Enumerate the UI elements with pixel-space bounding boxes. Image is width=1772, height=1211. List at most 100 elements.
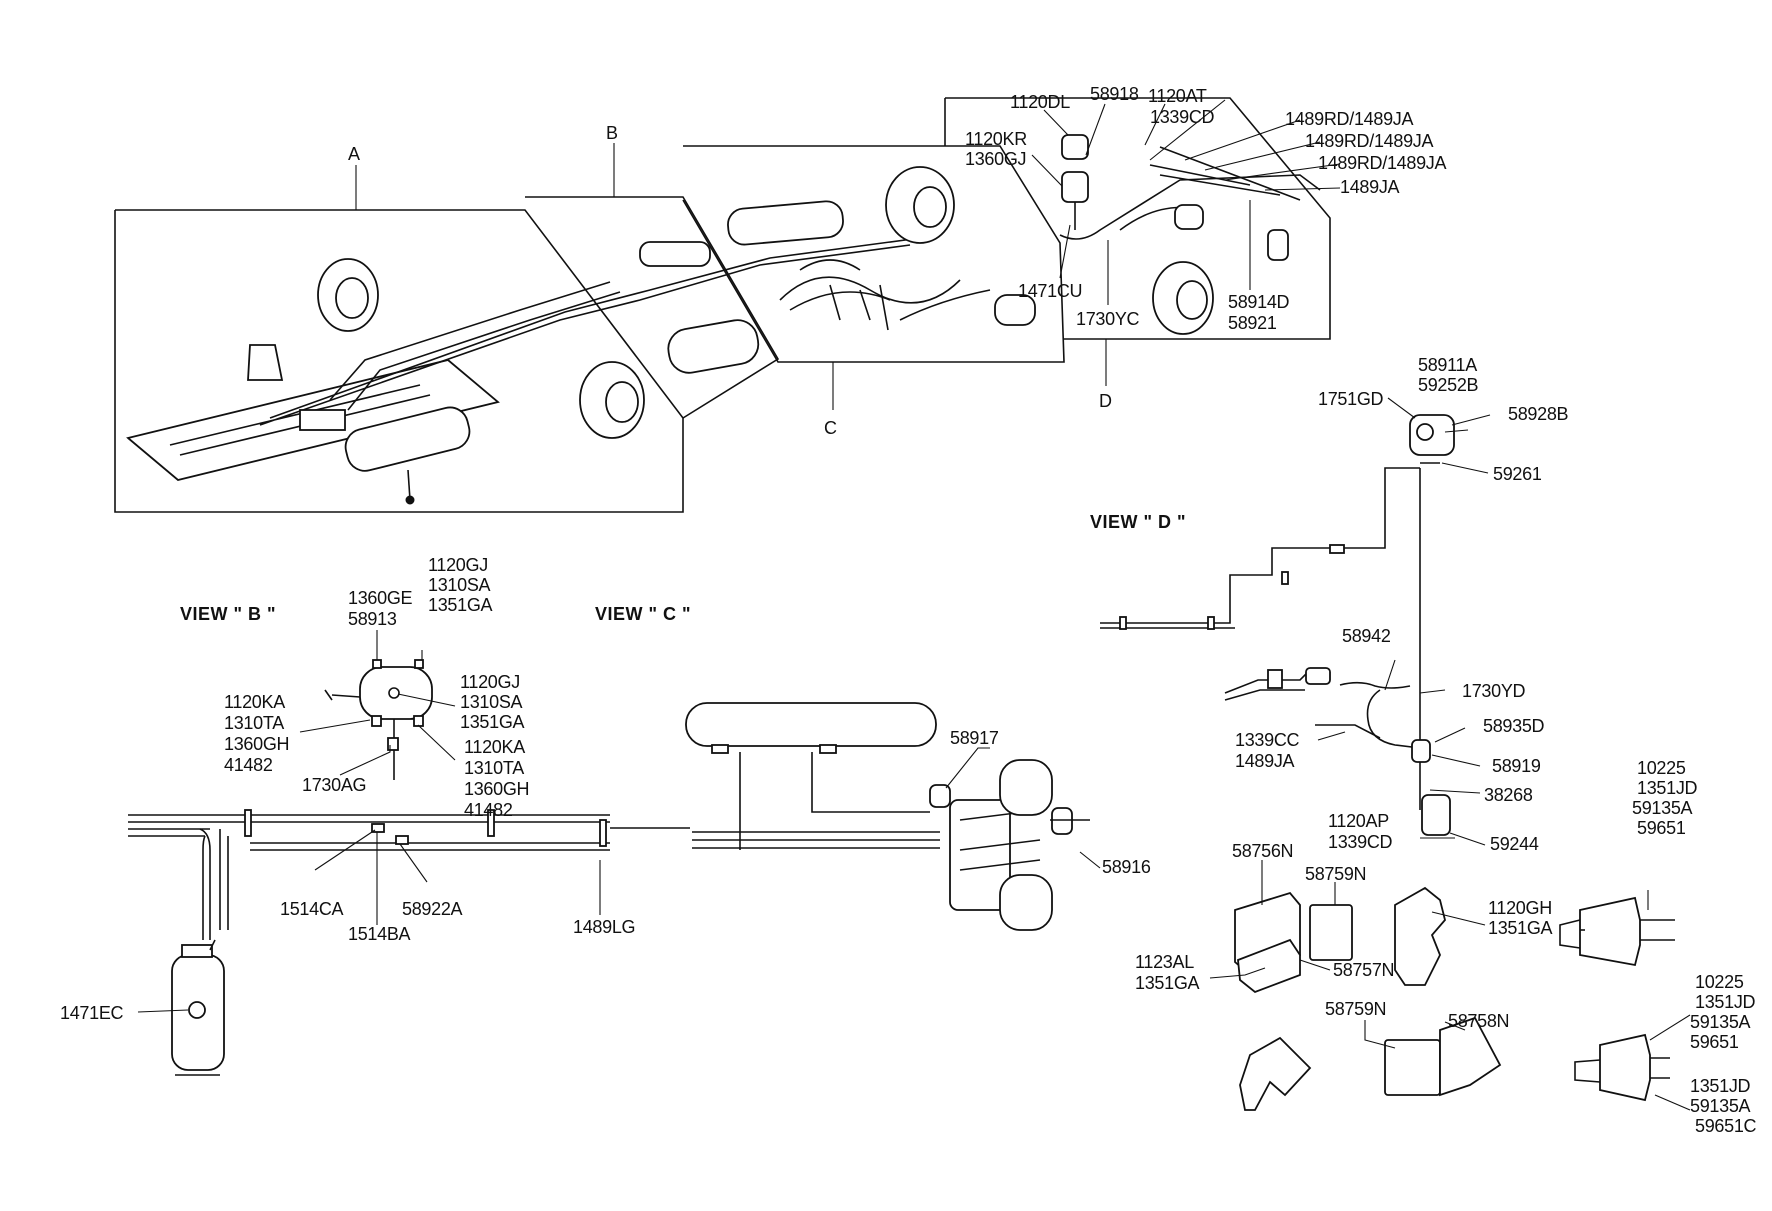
callout-label: 1351JD [1695,992,1756,1012]
view-b-title: VIEW " B " [180,604,276,624]
chassis-drawing [126,200,921,505]
callout-label: 1489RD/1489JA [1318,153,1446,173]
view-b-callouts: 1120GJ 1310SA 1351GA 1360GE 58913 1120GJ… [60,555,636,1023]
callout-label: 1120AT [1148,86,1207,106]
callout-label: 1489RD/1489JA [1285,109,1413,129]
view-c-title: VIEW " C " [595,604,691,624]
callout-label: 58919 [1492,756,1541,776]
callout-label: 1120GJ [428,555,488,575]
callout-label: 58759N [1325,999,1386,1019]
callout-label: 1123AL [1135,952,1194,972]
view-b-leaders [137,630,601,1013]
callout-label: 58935D [1483,716,1545,736]
callout-label: 58756N [1232,841,1293,861]
callout-label: 58914D [1228,292,1290,312]
callout-label: 1351JD [1690,1076,1751,1096]
bracket-drawings [1234,886,1502,1111]
callout-label: 1360GH [464,779,529,799]
section-c-drawing [779,166,1036,331]
callout-label: 1120AP [1328,811,1389,831]
view-c-leaders [945,747,1101,869]
callout-label: 1120KA [464,737,525,757]
callout-label: 1351GA [1135,973,1200,993]
section-label-d: D [1099,391,1112,411]
section-label-c: C [824,418,837,438]
callout-label: 1310TA [464,758,524,778]
callout-label: 59135A [1632,798,1693,818]
callout-label: 1120KA [224,692,285,712]
callout-label: 58922A [402,899,463,919]
callout-label: 59252B [1418,375,1479,395]
callout-label: 59244 [1490,834,1539,854]
view-d-leaders [1317,397,1491,846]
callout-label: 58757N [1333,960,1394,980]
top-leaders [1031,99,1341,305]
callout-label: 59651 [1637,818,1686,838]
callout-label: 1339CD [1328,832,1393,852]
callout-label: 58917 [950,728,999,748]
bracket-callouts: 58756N 58759N 1120GH 1351GA 1123AL 1351G… [1135,841,1553,1031]
callout-label: 59135A [1690,1096,1751,1116]
view-c-callouts: 58917 58916 [950,728,1151,877]
callout-label: 1310SA [428,575,491,595]
callout-label: 1360GE [348,588,413,608]
view-d-title: VIEW " D " [1090,512,1186,532]
callout-label: 1310TA [224,713,284,733]
chamber-leaders [1647,890,1691,1111]
callout-label: 58918 [1090,84,1139,104]
callout-label: 1514BA [348,924,411,944]
callout-label: 1351JD [1637,778,1698,798]
view-c-drawing [685,702,1090,931]
callout-label: 1489LG [573,917,635,937]
callout-label: 1730YD [1462,681,1526,701]
callout-label: 1120GJ [460,672,520,692]
callout-label: 1310SA [460,692,523,712]
callout-label: 58911A [1418,355,1477,375]
callout-label: 1489JA [1235,751,1295,771]
callout-label: 59651 [1690,1032,1739,1052]
callout-label: 1751GD [1318,389,1384,409]
callout-label: 1471CU [1018,281,1082,301]
bracket-leaders [1209,860,1486,1049]
callout-label: 1360GH [224,734,289,754]
callout-label: 1351GA [1488,918,1553,938]
callout-label: 10225 [1695,972,1744,992]
section-label-b: B [606,123,618,143]
callout-label: 58916 [1102,857,1151,877]
callout-label: 1339CC [1235,730,1300,750]
callout-label: 1489JA [1340,177,1400,197]
top-callouts: 1120DL 58918 1120AT 1339CD 1120KR 1360GJ… [965,84,1447,333]
callout-label: 58759N [1305,864,1366,884]
callout-label: 58928B [1508,404,1569,424]
section-letters: A B C D [348,123,1112,438]
callout-label: 1730AG [302,775,366,795]
view-d-callouts: 58911A 59252B 1751GD 58928B 59261 58942 … [1235,355,1569,854]
callout-label: 1730YC [1076,309,1140,329]
overview-frames [114,97,1331,513]
section-d-drawing [1059,134,1321,335]
callout-label: 1514CA [280,899,344,919]
callout-label: 10225 [1637,758,1686,778]
callout-label: 59135A [1690,1012,1751,1032]
callout-label: 1489RD/1489JA [1305,131,1433,151]
callout-label: 1471EC [60,1003,124,1023]
callout-label: 38268 [1484,785,1533,805]
callout-label: 41482 [464,800,513,820]
callout-label: 1339CD [1150,107,1215,127]
callout-label: 58913 [348,609,397,629]
callout-label: 1360GJ [965,149,1026,169]
callout-label: 59261 [1493,464,1542,484]
view-b-drawing [128,659,690,1076]
chamber-callouts: 10225 1351JD 59135A 59651 10225 1351JD 5… [1632,758,1757,1136]
callout-label: 1351GA [428,595,493,615]
callout-label: 58758N [1448,1011,1509,1031]
section-label-a: A [348,144,360,164]
callout-label: 59651C [1695,1116,1757,1136]
callout-label: 1351GA [460,712,525,732]
callout-label: 58942 [1342,626,1391,646]
view-d-drawing [1100,414,1455,836]
chamber-drawings [1559,896,1675,1102]
callout-label: 41482 [224,755,273,775]
callout-label: 1120KR [965,129,1027,149]
